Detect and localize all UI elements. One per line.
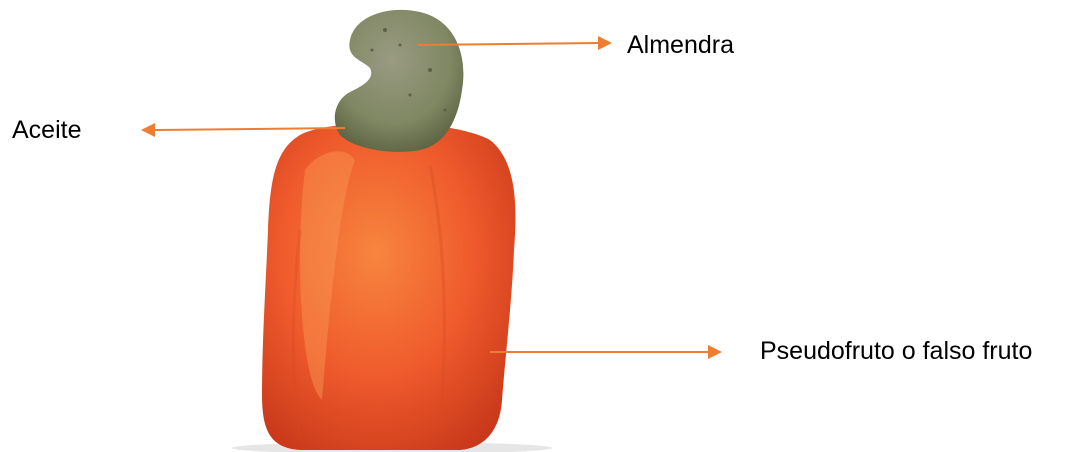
nut-speckle — [444, 109, 447, 112]
nut-speckle — [399, 44, 402, 47]
cashew-apple — [262, 123, 515, 450]
cashew-nut — [335, 10, 464, 152]
label-aceite: Aceite — [12, 118, 81, 143]
nut-speckle — [428, 68, 432, 72]
nut-speckle — [371, 49, 374, 52]
label-almendra: Almendra — [627, 33, 734, 58]
label-pseudofruto: Pseudofruto o falso fruto — [760, 339, 1032, 364]
arrow-pseudofruto — [490, 345, 722, 359]
nut-speckle — [383, 28, 387, 32]
nut-speckle — [409, 94, 412, 97]
